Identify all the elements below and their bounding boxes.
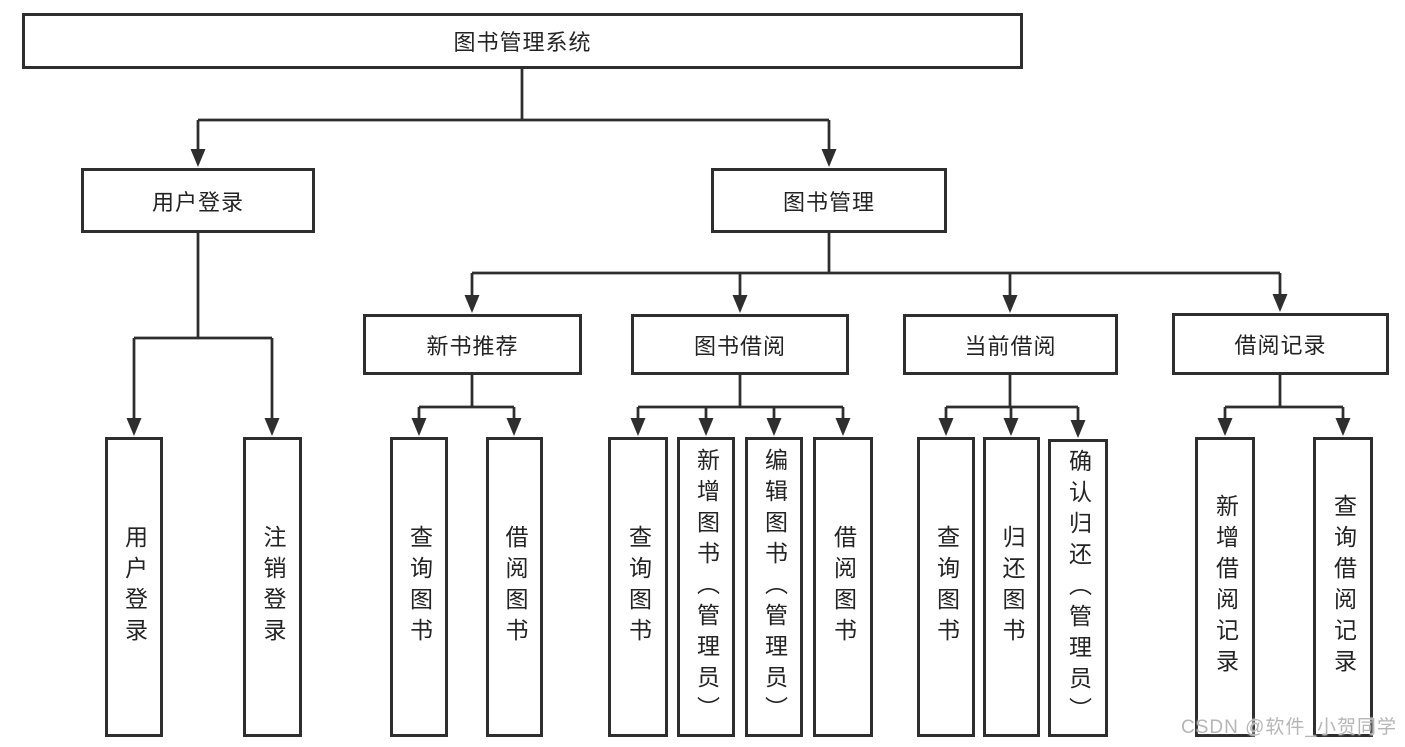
node-book-borrow-label: 图书借阅 bbox=[693, 333, 786, 359]
node-return-book: 归还图书 bbox=[983, 437, 1040, 737]
node-query-books-borrow: 查询图书 bbox=[608, 437, 668, 737]
node-logout-leaf: 注销登录 bbox=[243, 437, 302, 737]
node-add-borrow-record: 新增借阅记录 bbox=[1195, 437, 1255, 737]
node-borrow-books-recommend-label: 借阅图书 bbox=[502, 525, 528, 649]
node-query-books-recommend-label: 查询图书 bbox=[406, 525, 433, 649]
node-query-borrow-record-label: 查询借阅记录 bbox=[1330, 494, 1357, 680]
node-user-login: 用户登录 bbox=[81, 168, 315, 233]
node-confirm-return-admin-label: 确认归还（管理员） bbox=[1065, 448, 1092, 728]
node-book-management: 图书管理 bbox=[711, 168, 947, 233]
node-root: 图书管理系统 bbox=[22, 13, 1023, 69]
node-query-books-current: 查询图书 bbox=[917, 437, 975, 737]
csdn-watermark: CSDN @软件_小贺同学 bbox=[1181, 717, 1397, 738]
node-root-label: 图书管理系统 bbox=[453, 30, 592, 55]
node-user-login-label: 用户登录 bbox=[151, 189, 244, 215]
node-borrow-books-leaf-label: 借阅图书 bbox=[830, 525, 857, 649]
node-add-book-admin-label: 新增图书（管理员） bbox=[693, 447, 720, 727]
node-add-borrow-record-label: 新增借阅记录 bbox=[1212, 494, 1239, 680]
node-query-books-current-label: 查询图书 bbox=[933, 525, 960, 649]
node-book-borrow: 图书借阅 bbox=[631, 314, 849, 375]
node-query-books-recommend: 查询图书 bbox=[390, 437, 448, 737]
node-logout-leaf-label: 注销登录 bbox=[260, 525, 286, 649]
node-book-management-label: 图书管理 bbox=[782, 189, 875, 215]
node-new-book-recommend: 新书推荐 bbox=[363, 314, 582, 375]
node-current-borrow: 当前借阅 bbox=[903, 314, 1118, 375]
node-query-borrow-record: 查询借阅记录 bbox=[1313, 437, 1373, 737]
node-current-borrow-label: 当前借阅 bbox=[964, 333, 1057, 359]
node-edit-book-admin-label: 编辑图书（管理员） bbox=[761, 447, 788, 727]
node-borrow-books-recommend: 借阅图书 bbox=[486, 437, 543, 737]
node-user-login-leaf: 用户登录 bbox=[105, 437, 163, 737]
node-borrow-records: 借阅记录 bbox=[1172, 313, 1389, 375]
node-borrow-books-leaf: 借阅图书 bbox=[813, 437, 873, 737]
node-query-books-borrow-label: 查询图书 bbox=[625, 525, 652, 649]
node-user-login-leaf-label: 用户登录 bbox=[121, 525, 148, 649]
node-confirm-return-admin: 确认归还（管理员） bbox=[1048, 439, 1108, 737]
node-edit-book-admin: 编辑图书（管理员） bbox=[745, 437, 803, 737]
node-new-book-recommend-label: 新书推荐 bbox=[426, 333, 519, 359]
node-borrow-records-label: 借阅记录 bbox=[1234, 333, 1327, 358]
node-add-book-admin: 新增图书（管理员） bbox=[677, 437, 735, 737]
node-return-book-label: 归还图书 bbox=[999, 525, 1025, 649]
